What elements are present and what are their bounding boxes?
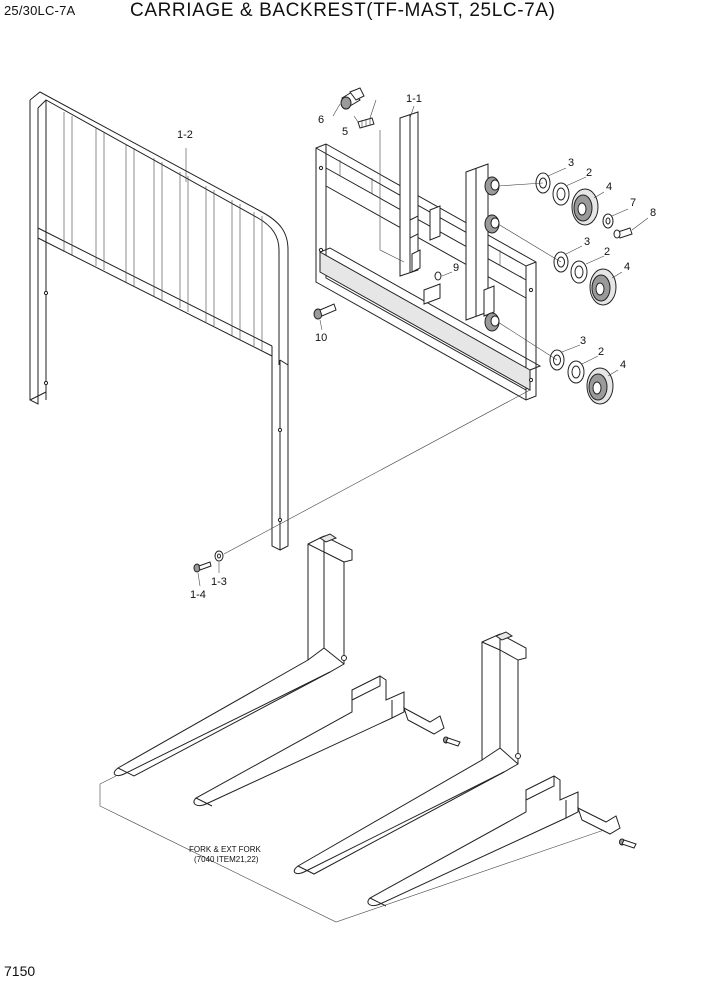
fork-right-drawing: [293, 631, 527, 875]
leader-lines: [185, 99, 649, 587]
callout-4a: 4: [606, 181, 612, 193]
roller-set-middle-drawing: [553, 251, 617, 306]
roller-set-upper-drawing: [535, 172, 633, 239]
callout-3b: 3: [584, 236, 590, 248]
callout-2b: 2: [604, 246, 610, 258]
callout-labels: 1-1 1-2 6 5 3 2 4 7 8 3 2 4 9 10 3 2 4 1…: [177, 93, 656, 864]
roller-shafts-drawing: [484, 176, 500, 332]
callout-1-2: 1-2: [177, 129, 193, 141]
fork-note-line1: FORK & EXT FORK: [189, 845, 262, 854]
callout-3c: 3: [580, 335, 586, 347]
fork-group-bracket: [99, 775, 605, 923]
callout-4c: 4: [620, 359, 626, 371]
callout-6: 6: [318, 114, 324, 126]
callout-1-1: 1-1: [406, 93, 422, 105]
fork-note-line2: (7040 ITEM21,22): [194, 855, 259, 864]
callout-10: 10: [315, 332, 327, 344]
callout-1-3: 1-3: [211, 576, 227, 588]
callout-9: 9: [453, 262, 459, 274]
callout-2c: 2: [598, 346, 604, 358]
model-label: 25/30LC-7A: [4, 3, 76, 18]
backrest-bolt-drawing: [193, 550, 224, 573]
ext-fork-left-drawing: [193, 675, 461, 807]
ext-fork-right-drawing: [367, 775, 637, 907]
callout-8: 8: [650, 207, 656, 219]
roller-set-lower-drawing: [549, 349, 614, 405]
callout-7: 7: [630, 197, 636, 209]
stopper-bolt-drawing: [340, 87, 375, 129]
callout-5: 5: [342, 126, 348, 138]
page-number: 7150: [4, 963, 36, 979]
callout-2a: 2: [586, 167, 592, 179]
backrest-drawing: [29, 91, 289, 551]
page-title: CARRIAGE & BACKREST(TF-MAST, 25LC-7A): [130, 0, 556, 21]
callout-3a: 3: [568, 157, 574, 169]
callout-4b: 4: [624, 261, 630, 273]
fork-left-drawing: [113, 533, 353, 777]
carriage-frame-drawing: [315, 111, 542, 401]
bolt-10-drawing: [313, 271, 442, 320]
callout-1-4: 1-4: [190, 589, 206, 601]
